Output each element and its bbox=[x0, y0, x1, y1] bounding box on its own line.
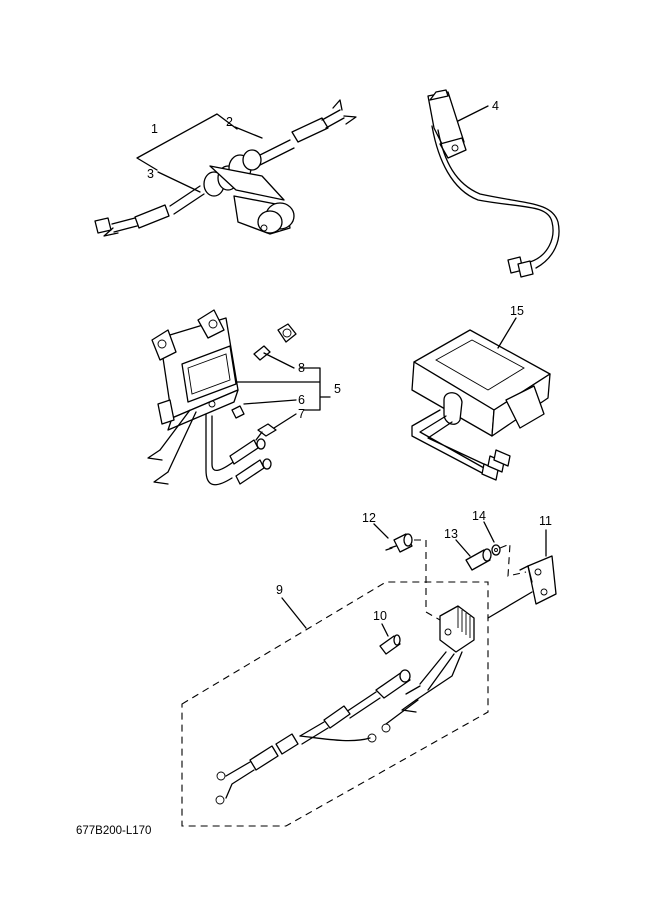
washer-part-14 bbox=[491, 544, 501, 556]
bracket-part-11 bbox=[527, 555, 557, 605]
assembly-line-11 bbox=[487, 565, 533, 619]
diagram-code: 677B200-L170 bbox=[76, 825, 151, 837]
switch-part-4 bbox=[427, 89, 560, 278]
assembly-line-14 bbox=[499, 543, 527, 577]
callout-bracket-1 bbox=[136, 113, 238, 171]
callout-8: 8 bbox=[298, 361, 305, 375]
dashed-enclosure-9 bbox=[181, 581, 489, 827]
callout-7: 7 bbox=[298, 407, 305, 421]
callout-12: 12 bbox=[362, 511, 376, 525]
leader-13 bbox=[455, 539, 471, 557]
leader-12 bbox=[373, 523, 389, 539]
regulator-part-9 bbox=[215, 605, 475, 805]
leader-10 bbox=[381, 623, 389, 637]
leader-9 bbox=[281, 597, 307, 629]
callout-5: 5 bbox=[334, 382, 341, 396]
callout-13: 13 bbox=[444, 527, 458, 541]
screw-part-12 bbox=[385, 533, 413, 553]
callout-15: 15 bbox=[510, 304, 524, 318]
callout-14: 14 bbox=[472, 509, 486, 523]
callout-bracket-5 bbox=[235, 352, 331, 429]
callout-9: 9 bbox=[276, 583, 283, 597]
part-10 bbox=[379, 634, 401, 655]
callout-10: 10 bbox=[373, 609, 387, 623]
callout-4: 4 bbox=[492, 99, 499, 113]
leader-3 bbox=[157, 171, 201, 193]
callout-2: 2 bbox=[226, 115, 233, 129]
leader-2 bbox=[234, 126, 263, 139]
unit-part-15 bbox=[411, 317, 551, 481]
callout-11: 11 bbox=[539, 514, 552, 528]
bolt-part-13 bbox=[465, 548, 492, 571]
leader-14 bbox=[483, 521, 495, 543]
callout-1: 1 bbox=[151, 122, 158, 136]
assembly-line-12 bbox=[414, 539, 441, 621]
pulser-coil-assembly bbox=[94, 99, 357, 237]
callout-3: 3 bbox=[147, 167, 154, 181]
callout-6: 6 bbox=[298, 393, 305, 407]
cdi-unit-assembly bbox=[147, 309, 297, 486]
